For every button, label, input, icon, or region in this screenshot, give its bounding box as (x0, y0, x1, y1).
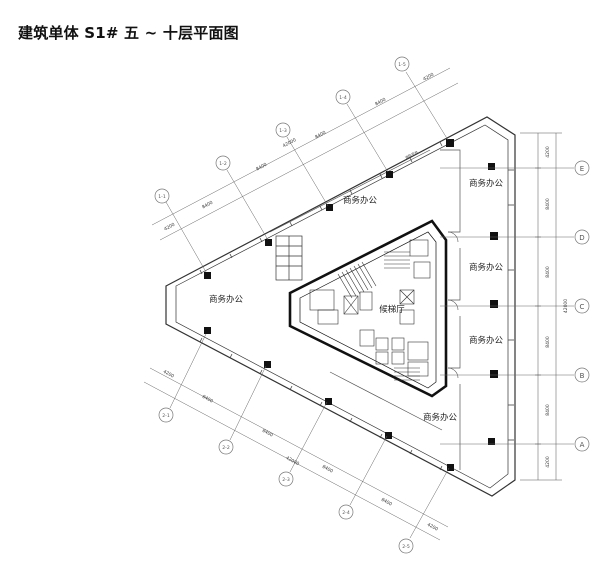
dimension-label: 8400 (545, 198, 551, 210)
room-label-office-north: 商务办公 (343, 195, 378, 206)
core (288, 219, 448, 398)
west-stair (275, 235, 303, 281)
dimension-label: 8400 (545, 336, 551, 348)
dimension-label: 8400 (380, 497, 393, 508)
axis-label-right: C (580, 303, 585, 311)
stair-lower (394, 367, 420, 381)
dimension-label: 8400 (545, 404, 551, 416)
axis-bubbles (154, 56, 590, 554)
axis-label-bottom: 2-2 (222, 445, 230, 451)
dimension-label: 8400 (321, 464, 334, 475)
core-details (309, 239, 431, 381)
axis-label-top: 1-5 (398, 62, 406, 68)
axis-label-right: D (579, 234, 584, 242)
dimension-label: 8400 (545, 266, 551, 278)
dimension-label: 4200 (545, 146, 551, 158)
axis-label-bottom: 2-3 (282, 477, 290, 483)
top-axis-lines (151, 67, 459, 273)
bottom-axis-lines (143, 333, 450, 541)
axis-label-bottom: 2-4 (342, 510, 350, 516)
axis-label-top: 1-3 (279, 128, 287, 134)
columns (204, 139, 498, 471)
room-label-office-east-3: 商务办公 (469, 335, 504, 346)
axis-label-right: E (580, 165, 584, 173)
room-label-elevator-hall: 候梯厅 (379, 304, 405, 315)
room-label-office-east-2: 商务办公 (469, 262, 504, 273)
page-title: 建筑单体 S1# 五 ~ 十层平面图 (18, 24, 239, 42)
axis-label-top: 1-1 (158, 194, 166, 200)
axis-label-right: B (580, 372, 585, 380)
stair-right (384, 251, 410, 269)
room-label-balcony: 消防平台 (404, 149, 419, 160)
dimension-total: 42000 (563, 299, 569, 313)
stair-upper (337, 261, 377, 299)
dimension-total: 42000 (282, 137, 298, 149)
right-dim-chain (520, 132, 562, 481)
dimension-label: 8400 (261, 428, 274, 439)
room-label-office-south: 商务办公 (423, 412, 458, 423)
dimension-label: 4200 (426, 522, 439, 533)
room-label-office-west: 商务办公 (209, 294, 244, 305)
dimension-label: 4200 (545, 456, 551, 468)
dimension-label: 8400 (314, 130, 327, 141)
dimension-label: 4200 (162, 369, 175, 380)
dimension-label: 8400 (255, 162, 268, 173)
outer-walls (165, 116, 516, 497)
dimension-label: 8400 (201, 394, 214, 405)
room-label-office-east-1: 商务办公 (469, 178, 504, 189)
axis-label-bottom: 2-5 (402, 544, 410, 550)
doors (447, 231, 459, 379)
axis-label-bottom: 2-1 (162, 413, 170, 419)
dimension-label: 8400 (201, 200, 214, 211)
inner-lines (269, 149, 461, 470)
facade-ticks (199, 141, 514, 471)
axis-label-right: A (580, 441, 585, 449)
axis-label-top: 1-2 (219, 161, 227, 167)
dimension-label: 4200 (163, 222, 176, 233)
dimension-label: 8400 (374, 97, 387, 108)
axis-label-top: 1-4 (339, 95, 347, 101)
dimension-label: 4200 (422, 72, 435, 83)
right-axis-lines (440, 167, 574, 445)
